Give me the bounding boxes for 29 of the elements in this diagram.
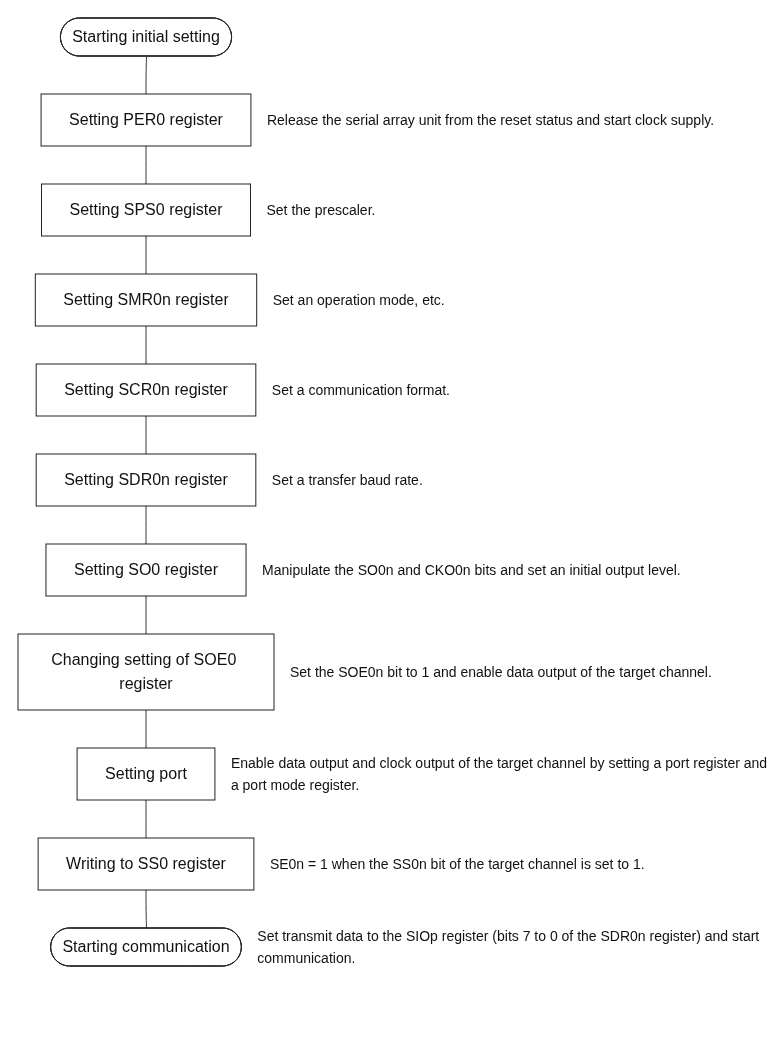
connector [145,145,147,185]
step-note: Release the serial array unit from the reset status and start clock supply. [266,111,716,130]
node-box: Setting SO0 register [45,543,247,597]
step-note: Set the prescaler. [266,201,377,220]
step-note: Set the SOE0n bit to 1 and enable data output of the target channel. [290,663,713,682]
connector [145,709,147,749]
step-note: SE0n = 1 when the SS0n bit of the target channel is set to 1. [269,855,646,874]
node-box: Writing to SS0 register [37,837,255,891]
node-box: Setting PER0 register [40,93,252,147]
connector [145,415,147,455]
connector [145,505,147,545]
step-note: Set a transfer baud rate. [271,471,424,490]
step-note: Manipulate the SO0n and CKO0n bits and set an initial output level. [262,561,682,580]
connector [145,889,147,929]
connector [145,799,147,839]
node-box: Setting SDR0n register [35,453,257,507]
node-box: Setting SMR0n register [34,273,258,327]
node-box: Changing setting of SOE0 register [17,633,275,711]
step-note: Set transmit data to the SIOp register (bits 7 to 0 of the SDR0n register) and start communication. [257,926,761,968]
step-note: Set an operation mode, etc. [272,291,446,310]
connector [145,595,147,635]
node-box: Setting SCR0n register [35,363,257,417]
connector [145,325,147,365]
step-note: Enable data output and clock output of the target channel by setting a port register and a port mode register. [230,753,769,795]
connector [145,235,147,275]
step-note: Set a communication format. [271,381,451,400]
node-box: Setting port [76,747,216,801]
node-box: Setting SPS0 register [41,183,251,237]
connector [145,56,147,95]
